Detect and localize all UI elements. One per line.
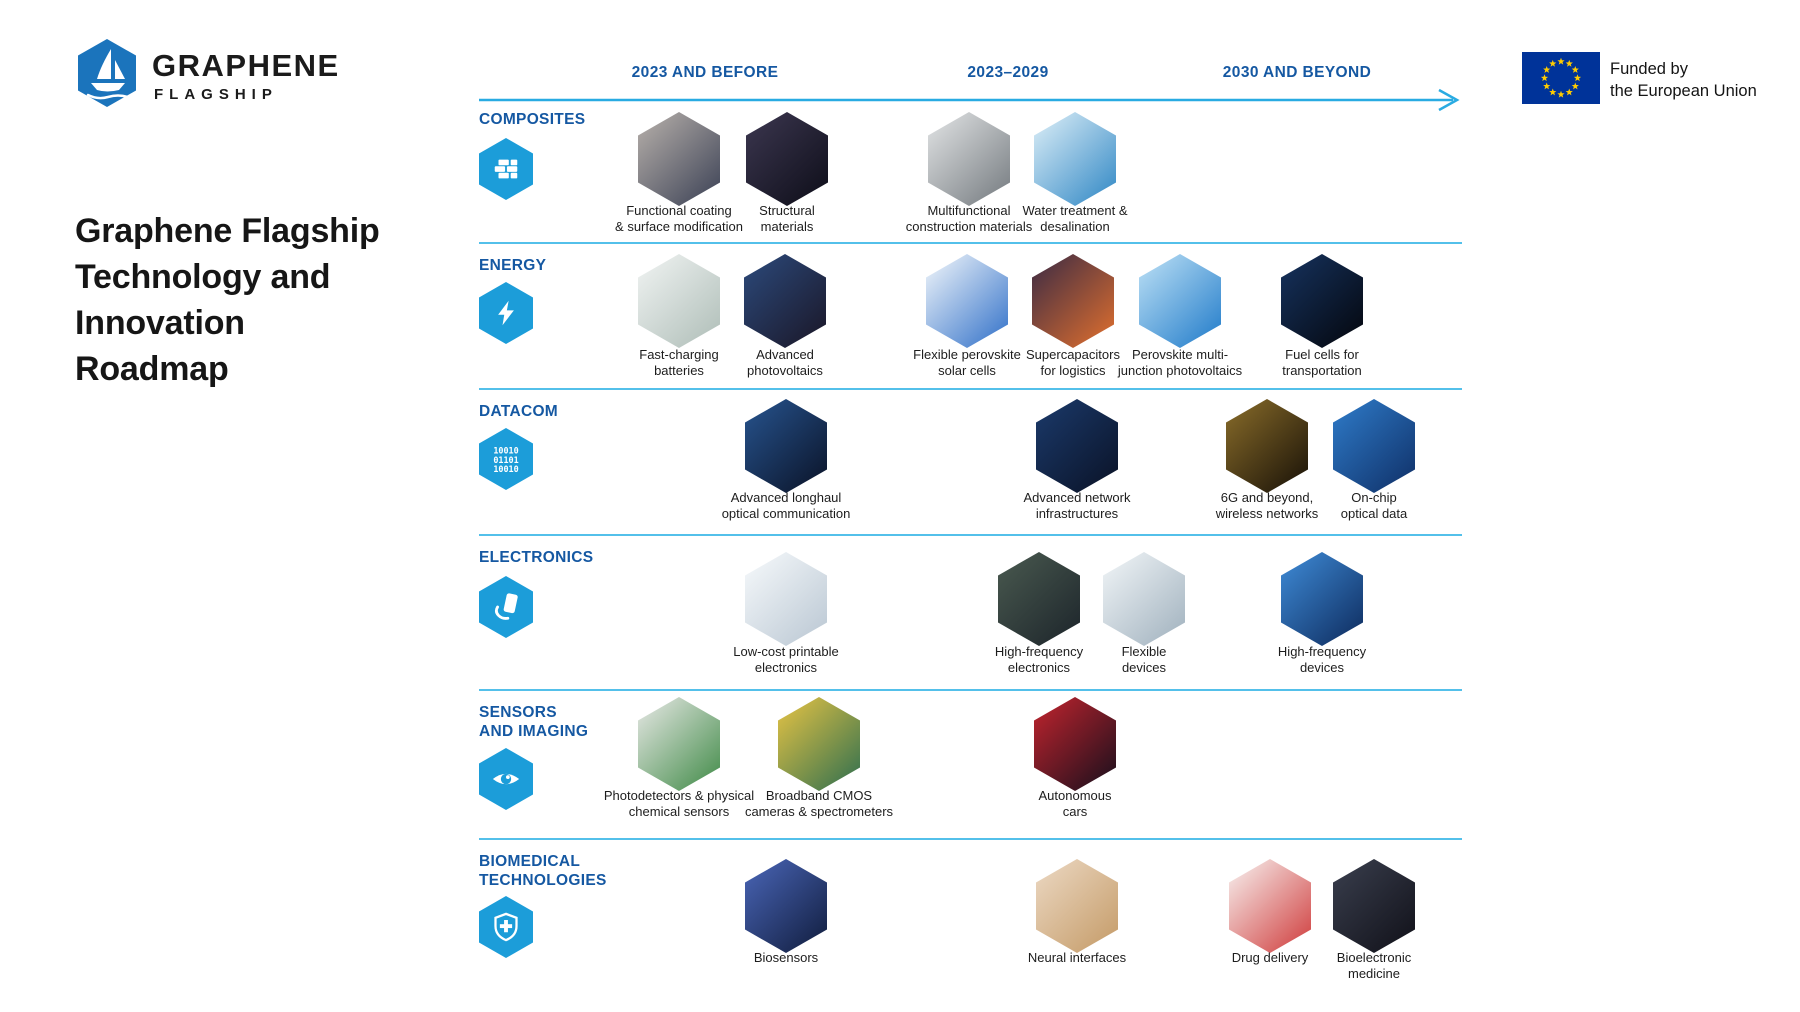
row-divider xyxy=(479,838,1462,840)
photo-earth-orbit xyxy=(1036,399,1118,493)
item-caption-sun-flare: Perovskite multi- junction photovoltaics xyxy=(1117,347,1243,378)
photo-concept-car xyxy=(1281,254,1363,348)
photo-battery-glass xyxy=(638,254,720,348)
category-label-energy: ENERGY xyxy=(479,257,547,274)
item-caption-flexible-solar: Flexible perovskite solar cells xyxy=(913,347,1021,378)
graphene-flagship-logo-icon xyxy=(76,38,138,113)
row-divider xyxy=(479,242,1462,244)
photo-solar-panels-dark xyxy=(744,254,826,348)
item-caption-circuit-module: High-frequency electronics xyxy=(994,644,1084,675)
photo-blood-cells xyxy=(1229,859,1311,953)
photo-sun-flare xyxy=(1139,254,1221,348)
photo-printable-film xyxy=(745,552,827,646)
item-caption-solar-panels-dark: Advanced photovoltaics xyxy=(747,347,823,378)
item-caption-water-bubbles: Water treatment & desalination xyxy=(1022,203,1128,234)
page-title: Graphene Flagship Technology and Innovat… xyxy=(75,212,380,388)
funding-credit: Funded by the European Union xyxy=(1610,60,1757,100)
photo-concrete-building xyxy=(928,112,1010,206)
photo-circuit-module xyxy=(998,552,1080,646)
category-label-electronics: ELECTRONICS xyxy=(479,549,594,566)
brand-name: GRAPHENE xyxy=(152,48,340,83)
timeline-label-2: 2030 AND BEYOND xyxy=(1222,64,1372,81)
eu-flag-icon xyxy=(1522,52,1600,104)
category-label-datacom: DATACOM xyxy=(479,403,559,420)
photo-cmos-array xyxy=(778,697,860,791)
row-divider xyxy=(479,534,1462,536)
photo-flexible-solar xyxy=(926,254,1008,348)
photo-blue-circuit xyxy=(1281,552,1363,646)
photo-warehouse-robots xyxy=(1032,254,1114,348)
photo-biosensor-chip xyxy=(745,859,827,953)
item-caption-blood-cells: Drug delivery xyxy=(1231,950,1309,965)
photo-body-silhouette xyxy=(1333,859,1415,953)
item-caption-earth-orbit: Advanced network infrastructures xyxy=(1023,490,1131,521)
category-label-sensors: SENSORS AND IMAGING xyxy=(479,704,589,740)
timeline-label-1: 2023–2029 xyxy=(967,64,1049,81)
item-caption-warehouse-robots: Supercapacitors for logistics xyxy=(1026,347,1120,378)
brand-subtitle: FLAGSHIP xyxy=(154,86,278,103)
svg-text:01101: 01101 xyxy=(493,455,518,465)
photo-gold-chip xyxy=(1226,399,1308,493)
item-caption-race-car: Structural materials xyxy=(759,203,815,234)
item-caption-cmos-array: Broadband CMOS cameras & spectrometers xyxy=(744,788,894,819)
svg-text:10010: 10010 xyxy=(493,445,518,455)
photo-race-car xyxy=(746,112,828,206)
phone-hand-icon xyxy=(479,576,533,638)
bricks-icon xyxy=(479,138,533,200)
item-caption-neural-organ: Neural interfaces xyxy=(1027,950,1127,965)
item-caption-concept-car: Fuel cells for transportation xyxy=(1282,347,1362,378)
item-caption-concrete-building: Multifunctional construction materials xyxy=(905,203,1033,234)
photo-water-bubbles xyxy=(1034,112,1116,206)
item-caption-fiber-optics: Advanced longhaul optical communication xyxy=(721,490,851,521)
eye-icon xyxy=(479,748,533,810)
item-caption-biosensor-chip: Biosensors xyxy=(753,950,819,965)
item-caption-red-car: Autonomous cars xyxy=(1038,788,1112,819)
timeline-arrow xyxy=(479,88,1460,112)
item-caption-helmet: Functional coating & surface modificatio… xyxy=(615,203,743,234)
photo-neural-organ xyxy=(1036,859,1118,953)
item-caption-pcb-sensor: Photodetectors & physical chemical senso… xyxy=(603,788,755,819)
shield-cross-icon xyxy=(479,896,533,958)
item-caption-printable-film: Low-cost printable electronics xyxy=(733,644,839,675)
row-divider xyxy=(479,689,1462,691)
photo-fiber-optics xyxy=(745,399,827,493)
category-label-biomedical: BIOMEDICAL TECHNOLOGIES xyxy=(479,853,607,889)
item-caption-body-silhouette: Bioelectronic medicine xyxy=(1336,950,1412,981)
category-label-composites: COMPOSITES xyxy=(479,111,586,128)
photo-pcb-sensor xyxy=(638,697,720,791)
photo-wifi-chip xyxy=(1333,399,1415,493)
item-caption-flexible-phone: Flexible devices xyxy=(1121,644,1167,675)
row-divider xyxy=(479,388,1462,390)
photo-red-car xyxy=(1034,697,1116,791)
item-caption-gold-chip: 6G and beyond, wireless networks xyxy=(1215,490,1319,521)
item-caption-blue-circuit: High-frequency devices xyxy=(1277,644,1367,675)
svg-text:10010: 10010 xyxy=(493,464,518,474)
item-caption-battery-glass: Fast-charging batteries xyxy=(639,347,719,378)
timeline-label-0: 2023 AND BEFORE xyxy=(631,64,779,81)
photo-flexible-phone xyxy=(1103,552,1185,646)
item-caption-wifi-chip: On-chip optical data xyxy=(1340,490,1408,521)
bolt-icon xyxy=(479,282,533,344)
photo-helmet xyxy=(638,112,720,206)
